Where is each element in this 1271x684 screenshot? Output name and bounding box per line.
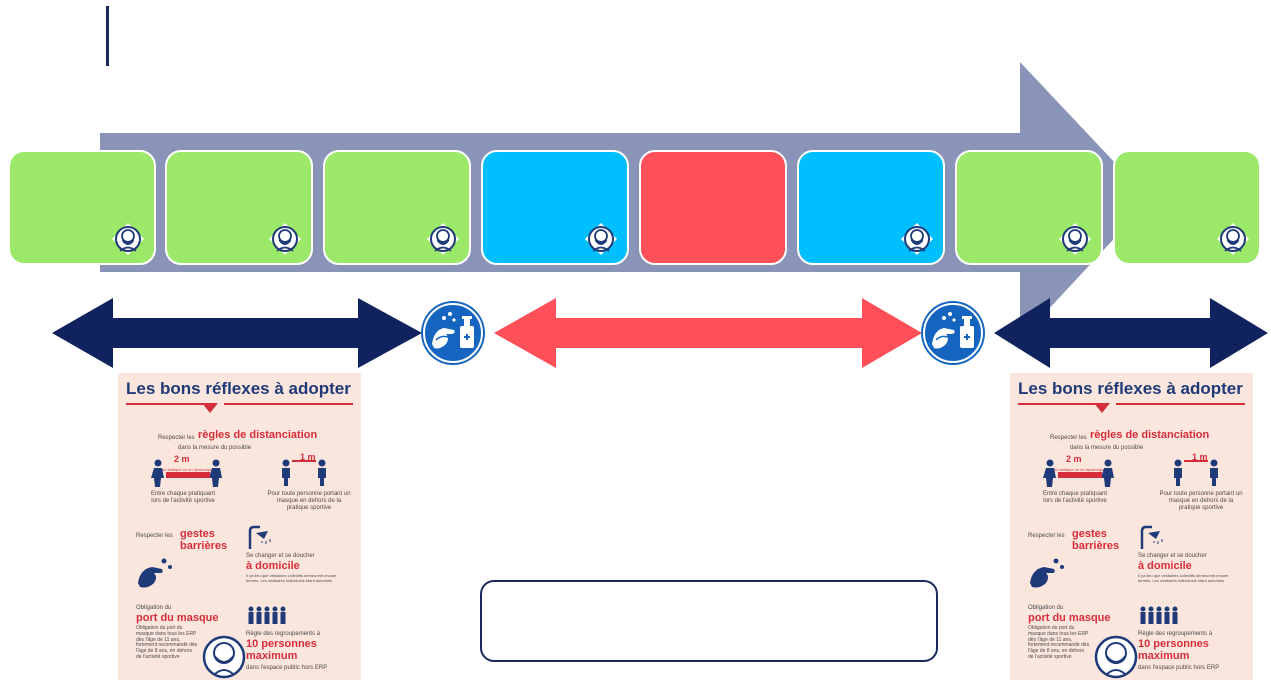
two-people-one-metre-icon (282, 459, 326, 486)
distance-sub: dans la mesure du possible (178, 445, 252, 451)
mask-note: Obligation du port du masque dans tous l… (136, 625, 198, 660)
step-box-4 (481, 150, 629, 265)
step-box-2 (165, 150, 313, 265)
range-arrow-middle (494, 298, 922, 368)
group-intro: Règle des regroupements à (1138, 631, 1213, 637)
mask-face-icon (110, 221, 146, 257)
one-m-label: 1 m (1192, 452, 1208, 462)
two-m-caption: Entre chaque pratiquant lors de l'activi… (150, 491, 216, 504)
mask-face-icon (899, 221, 935, 257)
poster-title-underline (1116, 403, 1245, 405)
empty-text-box[interactable] (480, 580, 938, 662)
hygiene-poster-left: Les bons réflexes à adopter Respecter le… (118, 373, 361, 680)
group-title: 10 personnes maximum (246, 638, 317, 662)
gestes-intro: Respecter les (1028, 533, 1065, 539)
hand-wash-icon (920, 300, 986, 366)
group-intro: Règle des regroupements à (246, 631, 321, 637)
two-m-label: 2 m (1066, 454, 1082, 464)
two-m-note: en statique ou en dynamique (162, 467, 214, 472)
mask-face-icon (267, 221, 303, 257)
step-box-7 (955, 150, 1103, 265)
group-people-icon (1140, 606, 1178, 624)
one-m-caption: Pour toute personne portant un masque en… (1159, 491, 1243, 511)
poster-speech-tail (202, 403, 218, 413)
step-box-1 (8, 150, 156, 265)
poster-title-underline (1018, 403, 1096, 405)
two-people-distance-icon (151, 459, 222, 487)
gestes-title: gestes barrières (180, 528, 228, 552)
shower-note: Il ya lieu que vestiaires collectifs dem… (246, 573, 337, 583)
gestes-intro: Respecter les (136, 533, 173, 539)
two-people-one-metre-icon (1174, 459, 1218, 486)
mask-intro: Obligation du (136, 605, 172, 611)
shower-intro: Se changer et se doucher (246, 553, 315, 559)
mask-title: port du masque (1028, 612, 1111, 624)
poster-speech-tail (1094, 403, 1110, 413)
hand-wash-small-icon (1030, 558, 1064, 588)
two-m-note: en statique ou en dynamique (1054, 467, 1106, 472)
gestes-title: gestes barrières (1072, 528, 1120, 552)
shower-icon (1140, 525, 1163, 549)
hygiene-poster-right: Les bons réflexes à adopter Respecter le… (1010, 373, 1253, 680)
one-m-label: 1 m (300, 452, 316, 462)
step-box-3 (323, 150, 471, 265)
masked-face-icon (202, 635, 246, 679)
poster-title: Les bons réflexes à adopter (126, 379, 351, 398)
mask-intro: Obligation du (1028, 605, 1064, 611)
shower-icon (248, 525, 271, 549)
shower-note: Il ya lieu que vestiaires collectifs dem… (1138, 573, 1229, 583)
range-arrow-right (994, 298, 1268, 368)
distance-title: règles de distanciation (1090, 429, 1210, 441)
two-people-distance-icon (1043, 459, 1114, 487)
masked-face-icon (1094, 635, 1138, 679)
shower-intro: Se changer et se doucher (1138, 553, 1207, 559)
mask-title: port du masque (136, 612, 219, 624)
poster-title: Les bons réflexes à adopter (1018, 379, 1243, 398)
range-arrow-left (52, 298, 422, 368)
shower-title: à domicile (1138, 560, 1192, 572)
distance-intro: Respecter les (1050, 435, 1087, 441)
group-note: dans l'espace public hors ERP (1138, 665, 1220, 671)
step-box-8 (1113, 150, 1261, 265)
hand-wash-small-icon (138, 558, 172, 588)
title-accent-bar (106, 6, 109, 66)
poster-title-underline (126, 403, 204, 405)
mask-face-icon (425, 221, 461, 257)
two-m-caption: Entre chaque pratiquant lors de l'activi… (1042, 491, 1108, 504)
mask-note: Obligation du port du masque dans tous l… (1028, 625, 1090, 660)
distance-intro: Respecter les (158, 435, 195, 441)
mask-face-icon (1057, 221, 1093, 257)
distance-sub: dans la mesure du possible (1070, 445, 1144, 451)
mask-face-icon (583, 221, 619, 257)
poster-title-underline (224, 403, 353, 405)
group-title: 10 personnes maximum (1138, 638, 1209, 662)
shower-title: à domicile (246, 560, 300, 572)
step-box-6 (797, 150, 945, 265)
group-note: dans l'espace public hors ERP (246, 665, 328, 671)
mask-face-icon (1215, 221, 1251, 257)
one-m-caption: Pour toute personne portant un masque en… (267, 491, 351, 511)
hand-wash-icon (420, 300, 486, 366)
step-box-5 (639, 150, 787, 265)
two-m-label: 2 m (174, 454, 190, 464)
distance-title: règles de distanciation (198, 429, 318, 441)
group-people-icon (248, 606, 286, 624)
